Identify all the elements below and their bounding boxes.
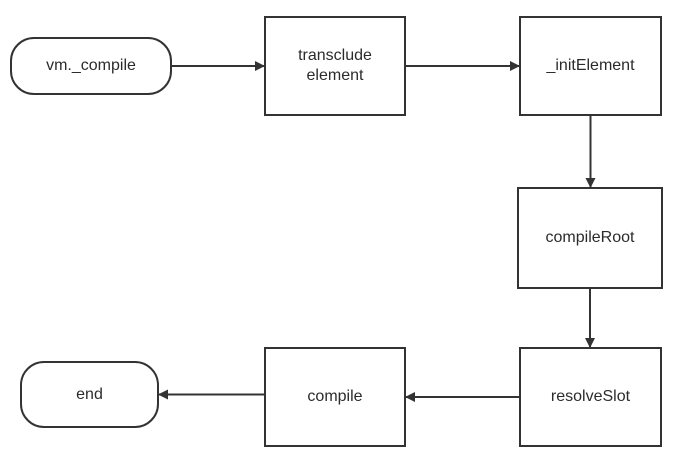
process-node-resolve-slot: resolveSlot	[519, 347, 662, 447]
node-label: compileRoot	[545, 229, 635, 246]
process-node-transclude-element: transclude element	[264, 16, 406, 116]
process-node-compile-root: compileRoot	[517, 187, 663, 289]
process-node-compile: compile	[264, 347, 406, 447]
process-node-init-element: _initElement	[519, 16, 662, 116]
node-label: end	[76, 385, 103, 403]
end-node: end	[20, 361, 159, 428]
node-label: compile	[307, 388, 363, 405]
node-label: transclude element	[298, 47, 372, 84]
node-label: vm._compile	[46, 57, 136, 74]
node-label: resolveSlot	[550, 388, 631, 405]
start-node-vm-compile: vm._compile	[10, 37, 172, 95]
node-label: _initElement	[546, 57, 635, 74]
